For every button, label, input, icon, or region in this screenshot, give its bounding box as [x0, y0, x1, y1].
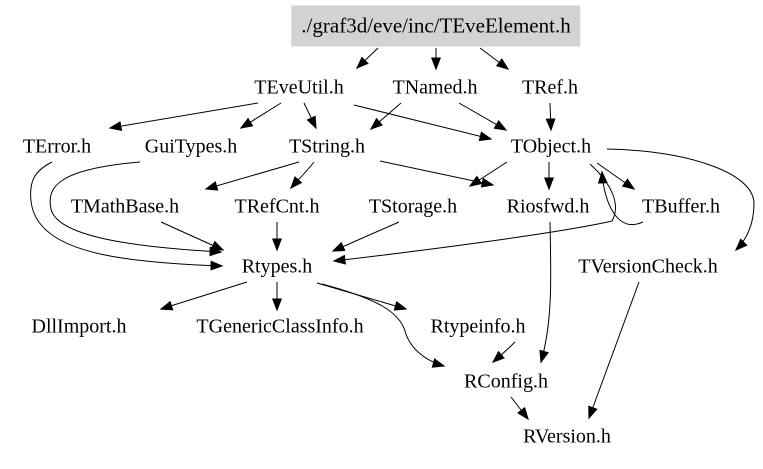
edge-TString-h-to-TMathBase-h [204, 161, 300, 191]
edge-Rtypes-h-to-DllImport-h [159, 281, 248, 311]
edge-TNamed-h-to-TString-h [369, 102, 402, 130]
edge-TEveUtil-h-to-TObject-h [353, 104, 493, 142]
node-tstring[interactable]: TString.h [288, 135, 366, 158]
node-trefcnt[interactable]: TRefCnt.h [234, 195, 320, 218]
node-rtypes[interactable]: Rtypes.h [241, 255, 313, 278]
edge-Rtypeinfo-h-to-RConfig-h [491, 341, 516, 363]
node-tversioncheck[interactable]: TVersionCheck.h [578, 255, 718, 278]
edge-TObject-h-to-TVersionCheck-h [606, 148, 755, 252]
edge-group [30, 47, 755, 421]
edge--graf3d-eve-inc-TEveElement-h-to-TRef-h [479, 47, 510, 70]
node-rtypeinfo[interactable]: Rtypeinfo.h [430, 315, 526, 338]
edge-TObject-h-to-Rtypes-h [332, 163, 616, 265]
edge-TObject-h-to-TStorage-h [468, 161, 508, 187]
node-tmathbase[interactable]: TMathBase.h [70, 195, 180, 218]
node-riosfwd[interactable]: Riosfwd.h [506, 195, 590, 218]
node-tstorage[interactable]: TStorage.h [368, 195, 458, 218]
edge-RConfig-h-to-RVersion-h [510, 396, 529, 421]
node-tref[interactable]: TRef.h [521, 76, 579, 99]
node-guitypes[interactable]: GuiTypes.h [144, 135, 238, 158]
node-tobject[interactable]: TObject.h [510, 135, 592, 158]
node-teveelement-root: ./graf3d/eve/inc/TEveElement.h [291, 5, 581, 47]
edge-TStorage-h-to-Rtypes-h [331, 221, 400, 252]
edge-TString-h-to-Riosfwd-h [379, 160, 495, 188]
edge-Rtypes-h-to-RConfig-h [321, 283, 446, 368]
edge-Riosfwd-h-to-RConfig-h [539, 221, 552, 364]
edge-GuiTypes-h-to-Rtypes-h [49, 161, 223, 257]
node-tgenericclassinfo[interactable]: TGenericClassInfo.h [196, 315, 364, 338]
node-dllimport[interactable]: DllImport.h [31, 315, 127, 338]
edge--graf3d-eve-inc-TEveElement-h-to-TEveUtil-h [355, 47, 379, 70]
edge-TEveUtil-h-to-GuiTypes-h [239, 102, 282, 129]
node-tnamed[interactable]: TNamed.h [392, 76, 478, 99]
edge-TEveUtil-h-to-TError-h [108, 102, 259, 132]
edge-TEveUtil-h-to-TString-h [303, 102, 317, 130]
edge-TRef-h-to-TObject-h [545, 102, 556, 132]
edge-TVersionCheck-h-to-RVersion-h [588, 281, 640, 420]
node-terror[interactable]: TError.h [22, 135, 92, 158]
edge-TNamed-h-to-TObject-h [458, 102, 508, 131]
edge-TError-h-to-Rtypes-h [30, 161, 224, 271]
edge-TString-h-to-TRefCnt-h [290, 161, 315, 190]
edge-TObject-h-to-TBuffer-h [596, 162, 636, 190]
node-tbuffer[interactable]: TBuffer.h [642, 195, 720, 218]
edge-TMathBase-h-to-Rtypes-h [160, 221, 225, 251]
node-rversion[interactable]: RVersion.h [523, 425, 611, 448]
node-rconfig[interactable]: RConfig.h [464, 370, 548, 393]
edge-TBuffer-h-to-TObject-h [597, 170, 644, 225]
node-teveutil[interactable]: TEveUtil.h [254, 76, 344, 99]
